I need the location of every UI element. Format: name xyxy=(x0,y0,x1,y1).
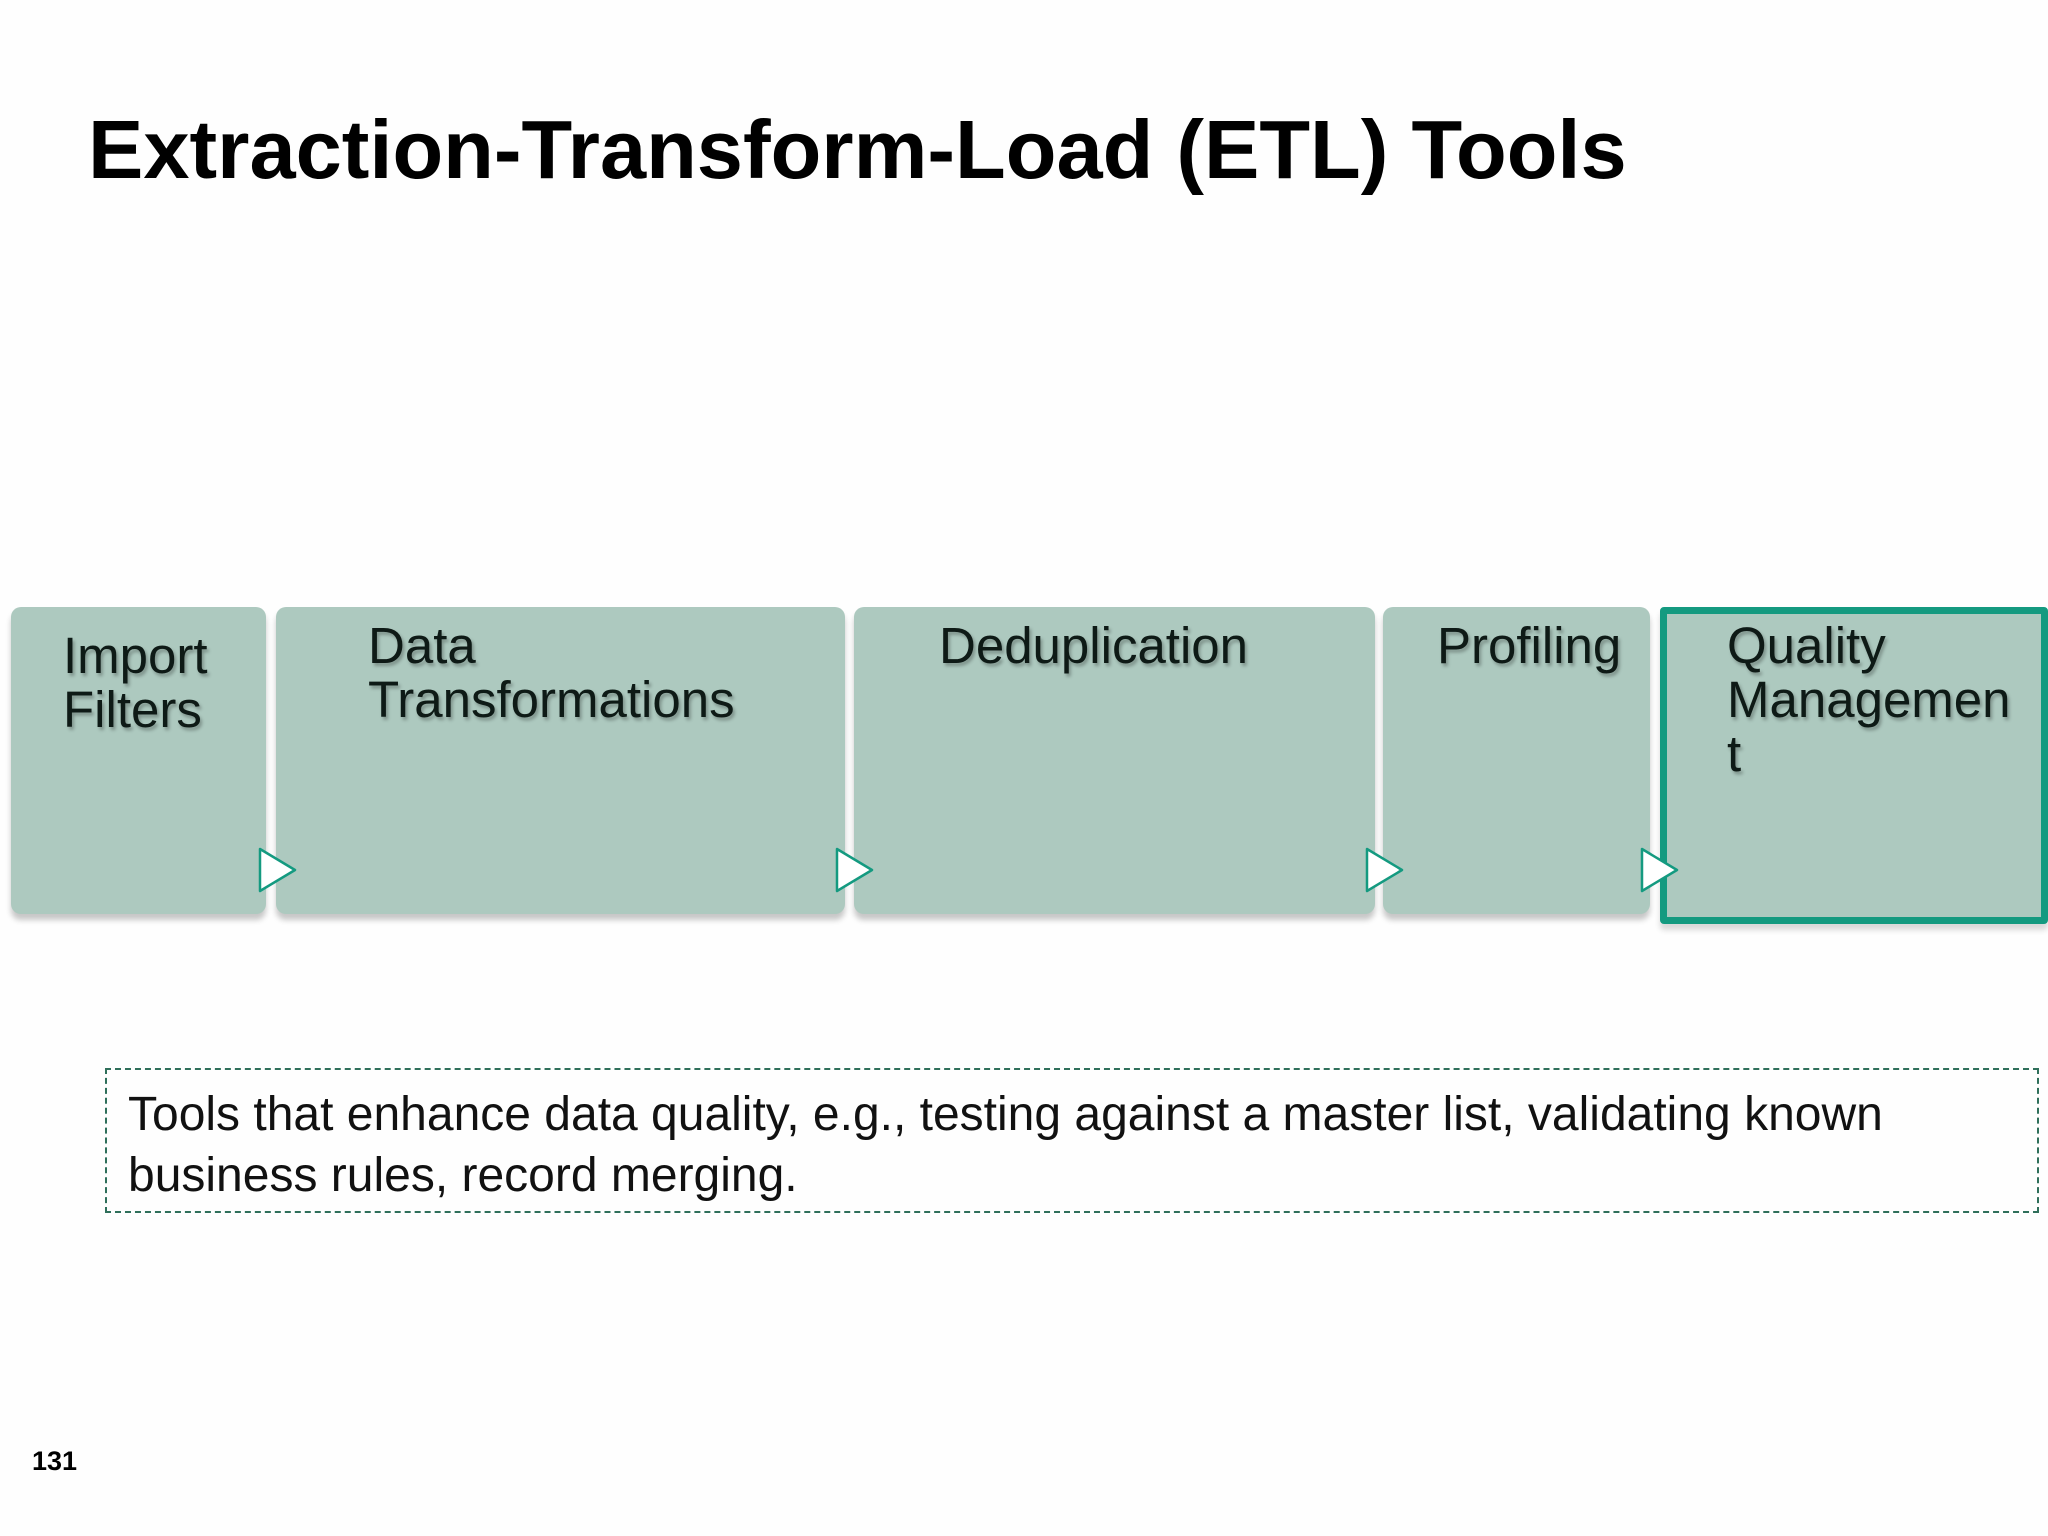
step-label-quality-management: Quality Managemen t xyxy=(1727,617,2011,782)
arrow-right-icon xyxy=(257,846,299,894)
step-label-import-filters: Import Filters xyxy=(63,627,208,738)
page-number: 131 xyxy=(32,1446,78,1476)
step-profiling: Profiling xyxy=(1383,607,1650,914)
caption-box: Tools that enhance data quality, e.g., t… xyxy=(105,1068,2039,1213)
caption-text: Tools that enhance data quality, e.g., t… xyxy=(128,1088,1883,1202)
step-quality-management: Quality Managemen t xyxy=(1660,607,2048,924)
arrow-right-icon xyxy=(1639,846,1681,894)
step-label-data-transformations: Data Transformations xyxy=(368,617,735,728)
slide-title: Extraction-Transform-Load (ETL) Tools xyxy=(88,103,1627,196)
arrow-right-icon xyxy=(1364,846,1406,894)
step-deduplication: Deduplication xyxy=(854,607,1375,914)
step-label-deduplication: Deduplication xyxy=(939,617,1249,674)
arrow-right-icon xyxy=(834,846,876,894)
step-import-filters: Import Filters xyxy=(11,607,266,914)
step-label-profiling: Profiling xyxy=(1437,617,1622,674)
step-data-transformations: Data Transformations xyxy=(276,607,845,914)
